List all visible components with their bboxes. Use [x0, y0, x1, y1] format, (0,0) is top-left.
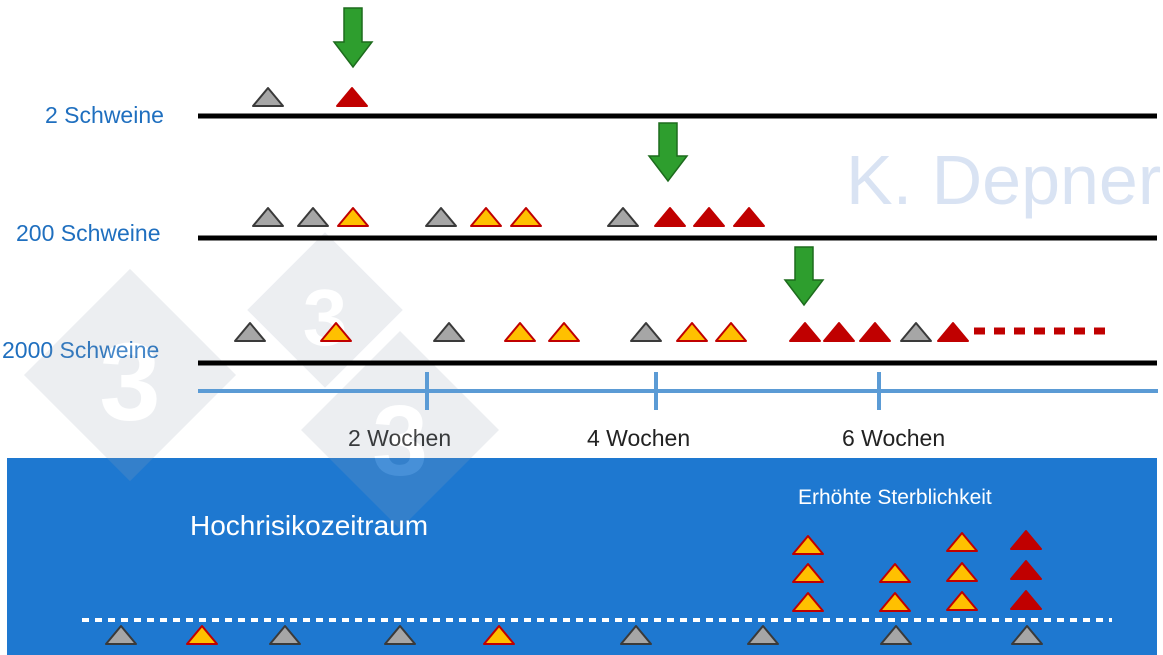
yellow-triangle-icon	[504, 322, 536, 342]
panel-triangles	[105, 530, 1043, 645]
row-label-2000: 2000 Schweine	[2, 337, 159, 363]
svg-text:3: 3	[303, 273, 348, 362]
yellow-triangle-icon	[337, 207, 369, 227]
gray-triangle-icon	[384, 625, 416, 645]
yellow-triangle-icon	[879, 563, 911, 583]
arrow-down-icon	[783, 246, 825, 307]
arrow-down-icon	[332, 7, 374, 69]
row-label-2: 2 Schweine	[45, 102, 164, 128]
yellow-triangle-icon	[676, 322, 708, 342]
arrow-down-icon	[647, 122, 689, 183]
yellow-triangle-icon	[320, 322, 352, 342]
red-triangle-icon	[1010, 530, 1042, 550]
gray-triangle-icon	[607, 207, 639, 227]
triangles	[234, 87, 969, 342]
red-triangle-icon	[1010, 590, 1042, 610]
gray-triangle-icon	[900, 322, 932, 342]
red-triangle-icon	[823, 322, 855, 342]
yellow-triangle-icon	[510, 207, 542, 227]
yellow-triangle-icon	[715, 322, 747, 342]
gray-triangle-icon	[297, 207, 329, 227]
yellow-triangle-icon	[792, 535, 824, 555]
gray-triangle-icon	[252, 87, 284, 107]
gray-triangle-icon	[105, 625, 137, 645]
gray-triangle-icon	[433, 322, 465, 342]
gray-triangle-icon	[425, 207, 457, 227]
yellow-triangle-icon	[946, 591, 978, 611]
gray-triangle-icon	[620, 625, 652, 645]
gray-triangle-icon	[630, 322, 662, 342]
gray-triangle-icon	[252, 207, 284, 227]
yellow-triangle-icon	[483, 625, 515, 645]
red-triangle-icon	[733, 207, 765, 227]
axis-label-4-weeks: 4 Wochen	[587, 425, 691, 451]
axis-label-2-weeks: 2 Wochen	[348, 425, 451, 452]
row-label-200: 200 Schweine	[16, 220, 161, 246]
svg-text:3: 3	[372, 385, 428, 497]
yellow-triangle-icon	[792, 592, 824, 612]
yellow-triangle-icon	[186, 625, 218, 645]
panel-note: Erhöhte Sterblichkeit	[798, 486, 992, 509]
red-triangle-icon	[336, 87, 368, 107]
gray-triangle-icon	[1011, 625, 1043, 645]
red-triangle-icon	[789, 322, 821, 342]
gray-triangle-icon	[234, 322, 266, 342]
red-triangle-icon	[1010, 560, 1042, 580]
yellow-triangle-icon	[946, 532, 978, 552]
author-watermark: K. Depner	[846, 141, 1162, 219]
svg-text:3: 3	[99, 321, 160, 444]
yellow-triangle-icon	[470, 207, 502, 227]
red-triangle-icon	[654, 207, 686, 227]
gray-triangle-icon	[747, 625, 779, 645]
axis-label-6-weeks: 6 Wochen	[842, 425, 946, 451]
gray-triangle-icon	[269, 625, 301, 645]
gray-triangle-icon	[880, 625, 912, 645]
panel-title: Hochrisikozeitraum	[190, 510, 429, 541]
yellow-triangle-icon	[946, 562, 978, 582]
logo-watermark: 3 3 3	[23, 232, 499, 529]
yellow-triangle-icon	[792, 563, 824, 583]
yellow-triangle-icon	[879, 592, 911, 612]
high-risk-panel	[7, 458, 1157, 655]
red-triangle-icon	[937, 322, 969, 342]
red-triangle-icon	[859, 322, 891, 342]
red-triangle-icon	[693, 207, 725, 227]
yellow-triangle-icon	[548, 322, 580, 342]
